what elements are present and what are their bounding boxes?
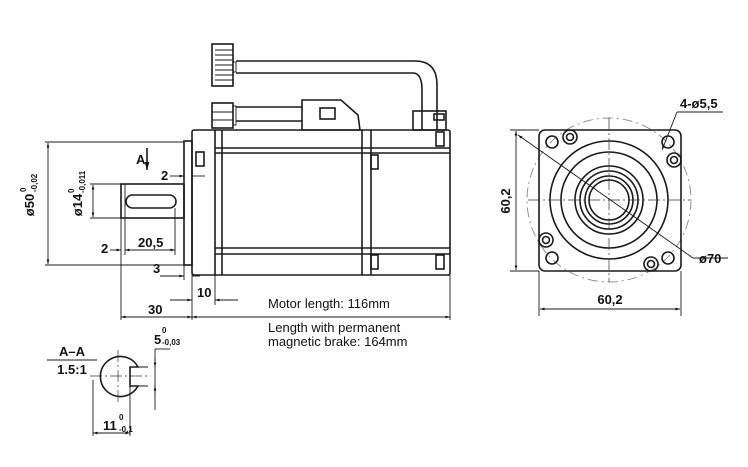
pcd-label: ø70 bbox=[699, 251, 721, 266]
dim-flange-thickness-label: 10 bbox=[197, 285, 211, 300]
dim-key-length-label: 20,5 bbox=[138, 235, 163, 250]
cable-gland bbox=[412, 110, 447, 131]
flange-square bbox=[538, 129, 682, 272]
key-width-lower-tol: -0,03 bbox=[162, 338, 181, 347]
dim-chamfer-label: 2 bbox=[101, 241, 108, 256]
flange-diameter-label: ø50 0 -0,02 bbox=[19, 173, 39, 216]
width-label: 60,2 bbox=[597, 292, 622, 307]
flange-spigot bbox=[183, 140, 193, 266]
shaft-diameter-value: ø14 bbox=[70, 193, 85, 216]
holes-label: 4-ø5,5 bbox=[680, 96, 718, 111]
dim-shaft-30 bbox=[121, 275, 451, 320]
key-width-upper-tol: 0 bbox=[162, 326, 167, 335]
section-label: A–A bbox=[59, 344, 86, 359]
motor-length-note: Motor length: 116mm bbox=[268, 296, 390, 311]
brake-length-note-line1: Length with permanent bbox=[268, 320, 401, 335]
front-view: 4-ø5,5 ø70 60,2 60,2 bbox=[498, 96, 728, 316]
motor-body bbox=[191, 129, 451, 276]
dim-flange-diameter bbox=[45, 141, 184, 266]
shaft bbox=[120, 183, 185, 219]
dim-key-length bbox=[110, 208, 176, 320]
key-depth-upper-tol: 0 bbox=[119, 413, 124, 422]
dim-shaft-length-label: 30 bbox=[148, 302, 162, 317]
power-cable bbox=[236, 60, 438, 130]
key-depth-lower-tol: -0,1 bbox=[119, 425, 133, 434]
flange-diameter-value: ø50 bbox=[22, 194, 37, 216]
dim-shaft-diameter bbox=[90, 183, 121, 219]
mounting-screws bbox=[538, 129, 682, 272]
flange-diameter-upper-tol: 0 bbox=[19, 187, 28, 192]
power-connector bbox=[211, 43, 237, 87]
mounting-holes bbox=[545, 135, 675, 265]
flange-diameter-lower-tol: -0,02 bbox=[30, 173, 39, 192]
section-marker-label: A bbox=[136, 152, 146, 167]
encoder-connector bbox=[211, 102, 237, 129]
side-view: ø50 0 -0,02 ø14 0 -0,011 A 2 2 20,5 3 10… bbox=[19, 43, 451, 320]
dim-flange-10 bbox=[170, 275, 238, 320]
dim-step-top-label: 2 bbox=[161, 168, 168, 183]
section-view: A–A 1.5:1 5 0 -0,03 11 0 -0,1 bbox=[47, 326, 181, 436]
shaft-diameter-lower-tol: -0,011 bbox=[78, 170, 87, 193]
encoder-cable bbox=[236, 99, 361, 131]
shaft-cross-section bbox=[99, 355, 140, 398]
height-label: 60,2 bbox=[498, 188, 513, 213]
key-width-value: 5 bbox=[154, 332, 161, 347]
section-scale: 1.5:1 bbox=[57, 362, 87, 377]
key-depth-value: 11 bbox=[103, 418, 117, 433]
shaft-diameter-label: ø14 0 -0,011 bbox=[67, 170, 87, 216]
shaft-diameter-upper-tol: 0 bbox=[67, 188, 76, 193]
dim-step-3 bbox=[160, 265, 200, 280]
brake-length-note-line2: magnetic brake: 164mm bbox=[268, 334, 408, 349]
dim-step-bottom-label: 3 bbox=[153, 261, 160, 276]
